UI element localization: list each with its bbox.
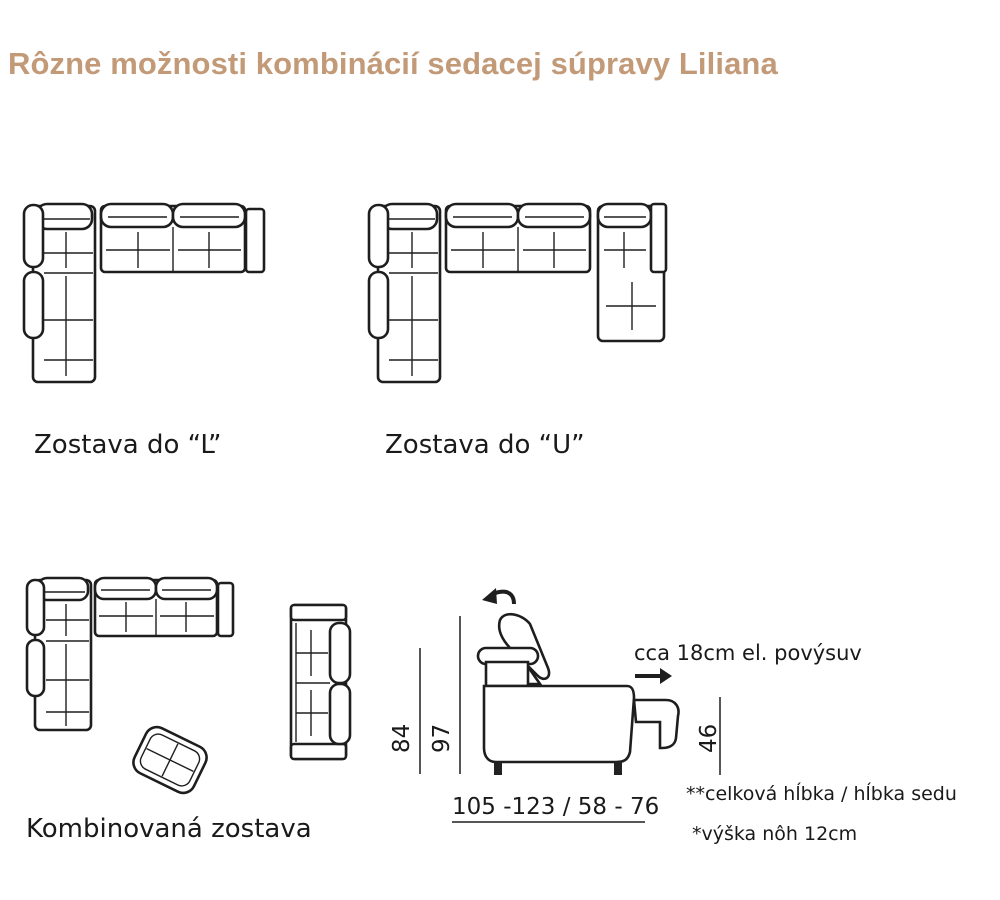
page-title: Rôzne možnosti kombinácií sedacej súprav… — [8, 46, 778, 81]
side-profile-diagram — [419, 588, 721, 823]
l-layout-diagram — [22, 202, 266, 384]
extension-note: cca 18cm el. povýsuv — [634, 641, 862, 665]
combined-layout-caption: Kombinovaná zostava — [26, 814, 312, 844]
legs-note: *výška nôh 12cm — [692, 823, 858, 845]
total-height-label: 97 — [429, 723, 455, 753]
depth-label: 105 -123 / 58 - 76 — [452, 794, 660, 820]
l-layout-caption: Zostava do “L” — [34, 430, 222, 460]
seat-back-height-label: 84 — [389, 723, 415, 753]
combined-layout-diagram — [25, 576, 352, 795]
seat-height-label: 46 — [696, 723, 722, 753]
u-layout-caption: Zostava do “U” — [385, 430, 585, 460]
depth-note: **celková hĺbka / hĺbka sedu — [686, 783, 957, 805]
u-layout-diagram — [367, 202, 668, 384]
